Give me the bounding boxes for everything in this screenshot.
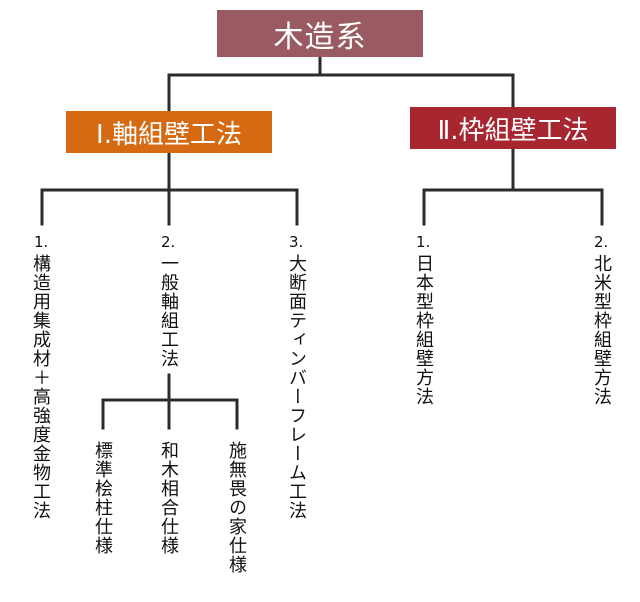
sub-item3-label: 施無畏の家仕様 <box>226 441 247 574</box>
root-connector <box>167 55 515 113</box>
branch2-connector <box>422 147 604 226</box>
b2-item2-number: 2. <box>594 233 609 251</box>
sub-connector <box>101 373 239 430</box>
b1-item1-label: 構造用集成材＋高強度金物工法 <box>30 254 51 520</box>
sub-item2-label: 和木相合仕様 <box>158 441 179 555</box>
branch1-connector <box>40 151 299 226</box>
branch1-node: Ⅰ.軸組壁工法 <box>66 111 272 153</box>
b1-item3-number: 3. <box>289 233 304 251</box>
b1-item1-number: 1. <box>34 233 49 251</box>
b2-item1-number: 1. <box>416 233 431 251</box>
b2-item2-label: 北米型枠組壁方法 <box>591 254 612 406</box>
b1-item3-label: 大断面ティンバーフレーム工法 <box>286 254 307 520</box>
b2-item1-label: 日本型枠組壁方法 <box>413 254 434 406</box>
root-label: 木造系 <box>273 19 367 55</box>
branch1-label: Ⅰ.軸組壁工法 <box>96 119 242 150</box>
root-node: 木造系 <box>217 10 423 57</box>
branch2-label: Ⅱ.枠組壁工法 <box>437 115 589 146</box>
sub-item1-label: 標準桧柱仕様 <box>92 441 113 555</box>
branch2-node: Ⅱ.枠組壁工法 <box>410 107 616 149</box>
b1-item2-label: 一般軸組工法 <box>158 254 179 368</box>
b1-item2-number: 2. <box>161 233 176 251</box>
